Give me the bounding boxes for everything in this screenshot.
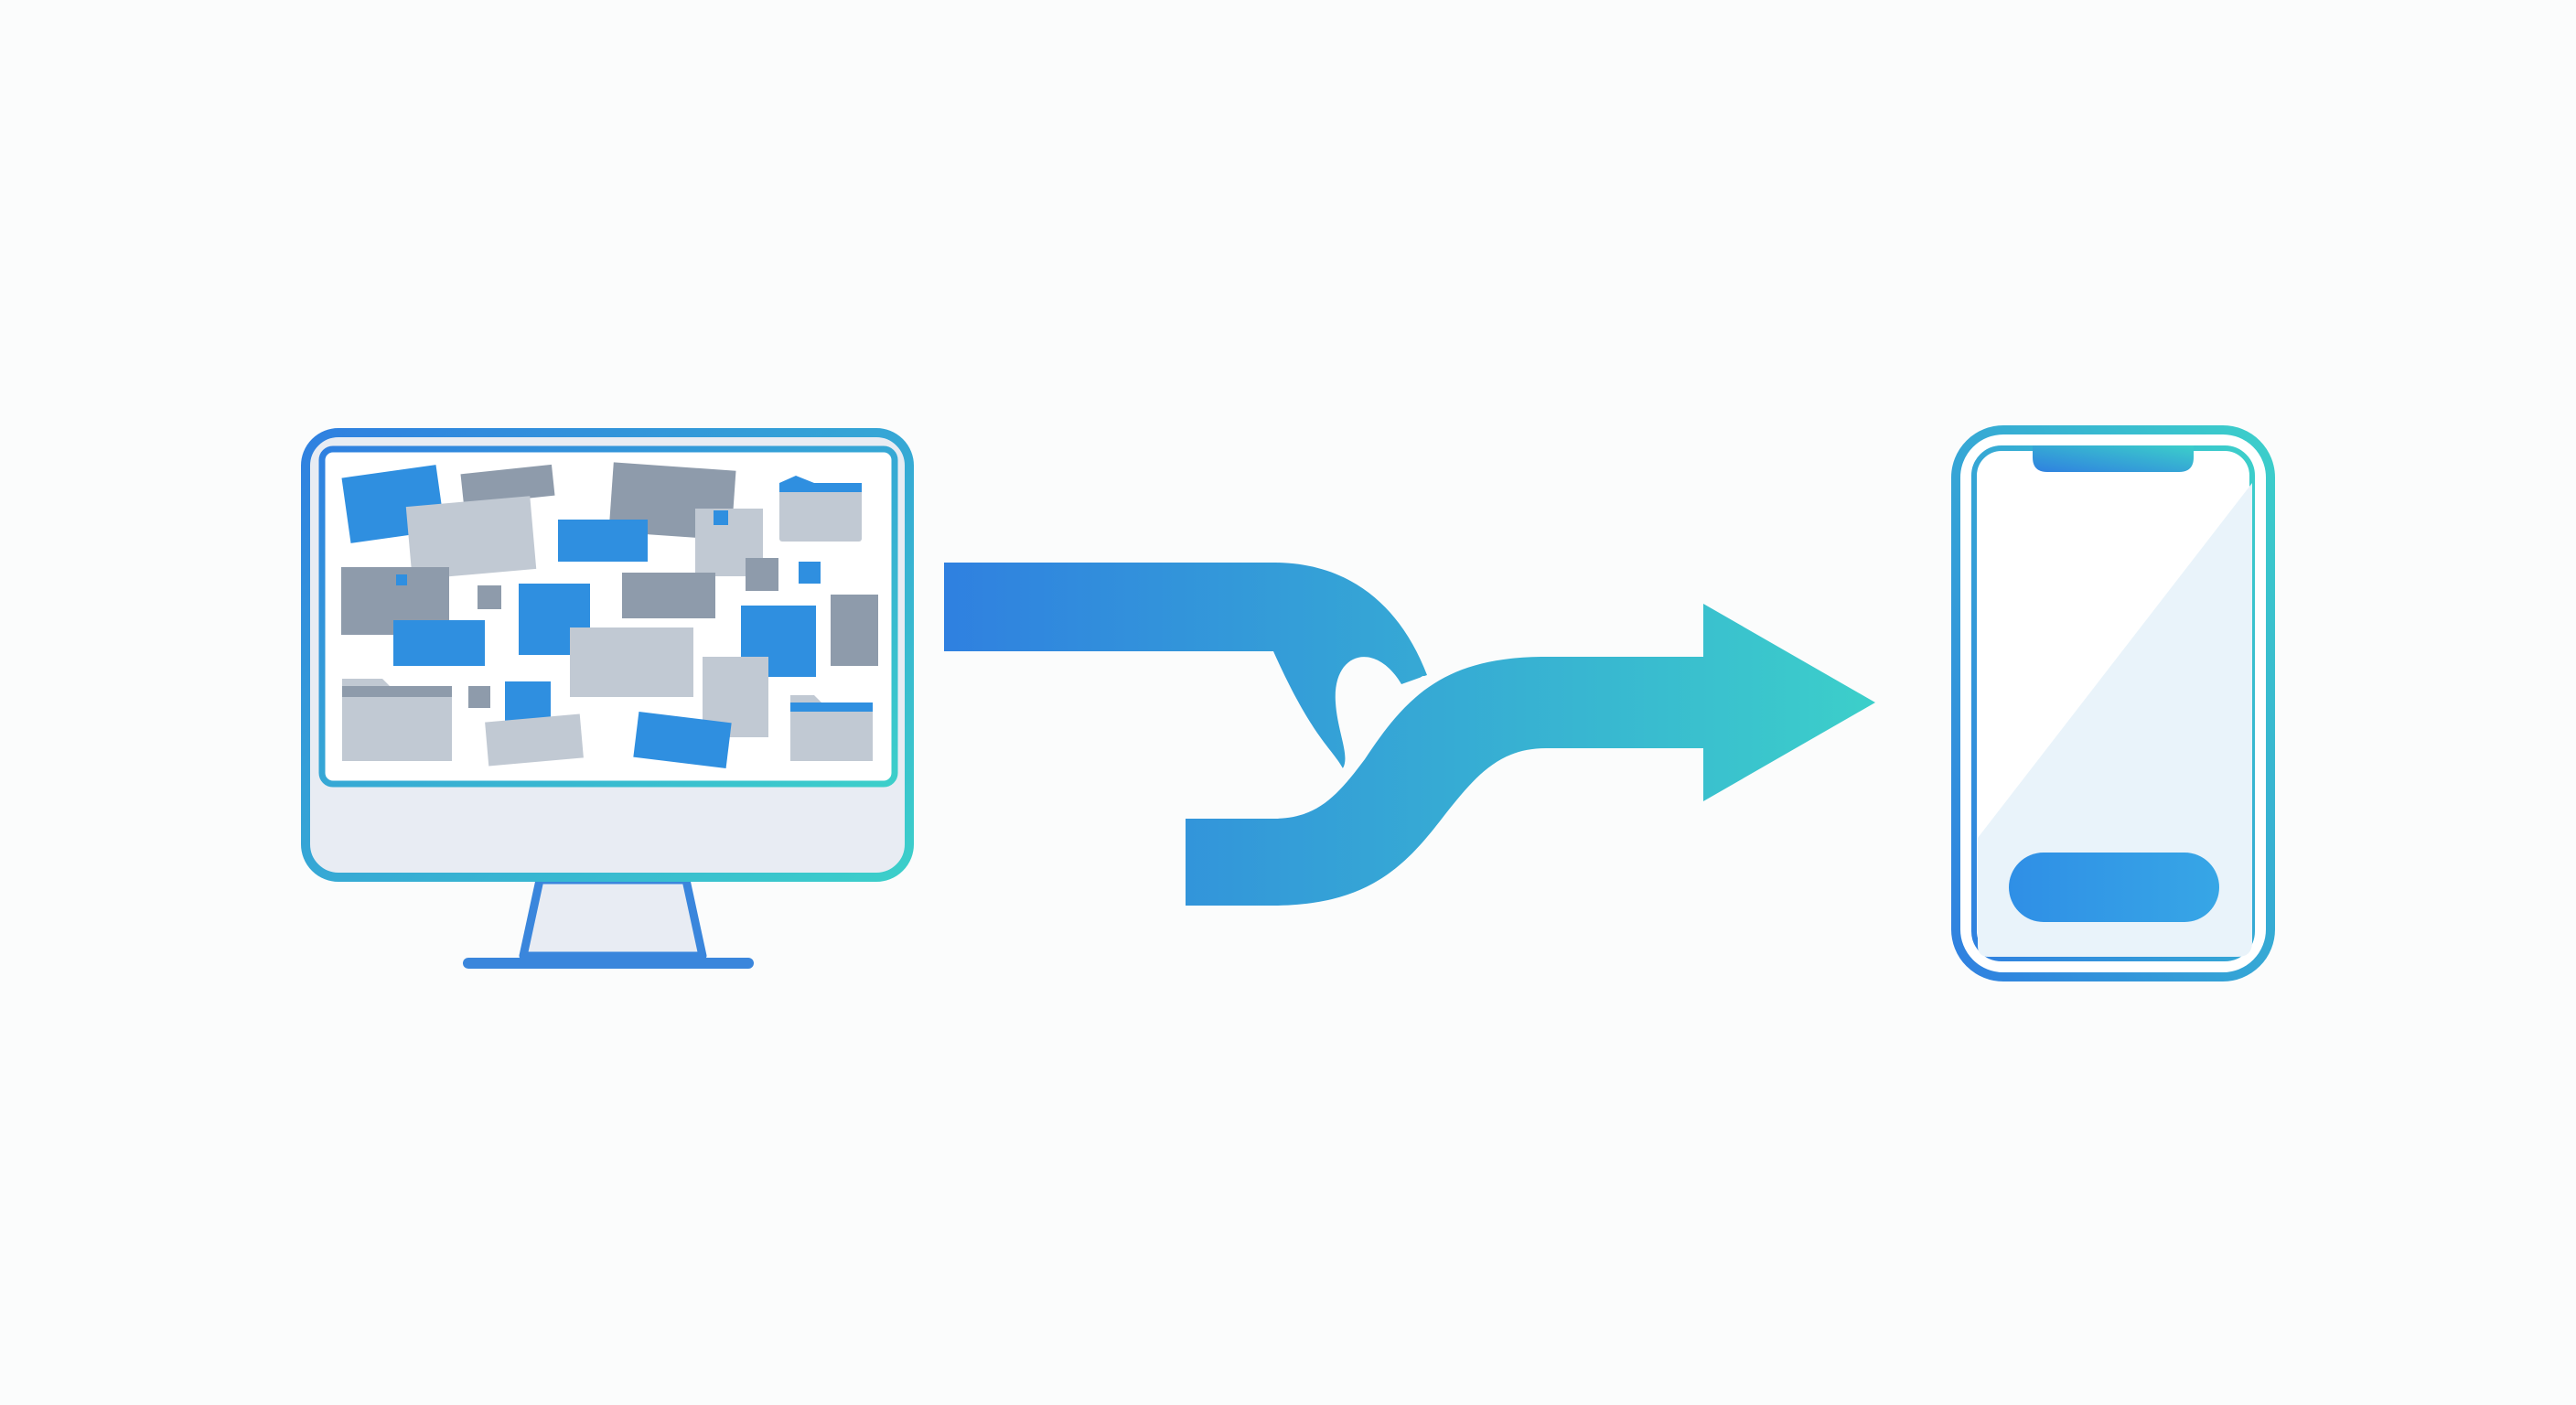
window-tile <box>396 574 407 585</box>
window-tile <box>746 558 778 591</box>
monitor-stand <box>519 875 707 960</box>
window-tile <box>633 711 732 769</box>
arrow-lower-band <box>1186 604 1875 906</box>
window-tile <box>405 496 537 580</box>
folder-icon <box>342 679 452 761</box>
window-tile <box>468 686 490 708</box>
folder-icon <box>779 476 862 542</box>
cluttered-windows <box>341 462 878 769</box>
folder-icon <box>790 695 873 761</box>
window-tile <box>460 464 555 506</box>
curved-arrow-icon <box>944 563 1875 906</box>
arrow-crossing-gap <box>1342 676 1426 773</box>
window-tile <box>831 595 878 666</box>
window-tile <box>393 620 485 666</box>
smartphone-icon <box>1951 425 2275 981</box>
window-tile <box>570 627 693 697</box>
window-tile <box>558 520 648 562</box>
desktop-monitor-icon <box>301 428 914 969</box>
arrow-upper-hook <box>944 563 1427 768</box>
window-tile <box>622 573 715 618</box>
phone-notch <box>2033 445 2194 472</box>
window-tile <box>714 510 728 525</box>
window-tile <box>478 585 501 609</box>
window-tile <box>799 562 821 584</box>
window-tile <box>485 713 584 767</box>
phone-glass-reflection <box>1978 483 2252 957</box>
phone-action-button <box>2009 853 2219 922</box>
